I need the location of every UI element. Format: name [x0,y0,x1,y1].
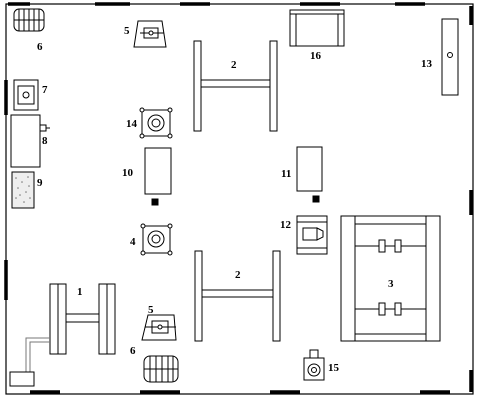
label-10: 10 [122,167,133,179]
rack-3 [340,215,441,342]
machine-5-bottom [141,314,177,341]
label-15: 15 [328,362,339,374]
unit-15 [303,349,325,381]
label-13: 13 [421,58,432,70]
label-1: 1 [77,286,83,298]
coil-stack-top [13,8,45,32]
label-6a: 6 [37,41,43,53]
frame-1 [49,283,116,355]
frame-2-top [193,40,278,132]
coil-stack-bottom [143,355,179,383]
unit-16 [289,9,345,47]
room-wall [5,3,474,395]
fixture-14 [139,107,173,139]
label-4: 4 [130,236,136,248]
label-9: 9 [37,177,43,189]
pipe-unit [9,337,50,387]
box-11 [296,146,323,203]
label-5a: 5 [124,25,130,37]
label-11: 11 [281,168,292,180]
label-2a: 2 [231,59,237,71]
pallet-9 [11,171,35,209]
sink-7 [13,79,39,111]
unit-12 [296,215,328,255]
label-3: 3 [388,278,394,290]
label-7: 7 [42,84,48,96]
unit-13 [441,18,459,96]
label-14: 14 [126,118,137,130]
frame-2-bottom [194,250,281,342]
label-6b: 6 [130,345,136,357]
label-16: 16 [310,50,321,62]
wall-markers [4,2,473,394]
cabinet-8 [10,114,50,168]
fixture-4 [140,223,173,256]
label-5b: 5 [148,304,154,316]
box-10 [144,147,172,206]
machine-5-top [133,20,167,48]
label-2b: 2 [235,269,241,281]
label-12: 12 [280,219,291,231]
label-8: 8 [42,135,48,147]
